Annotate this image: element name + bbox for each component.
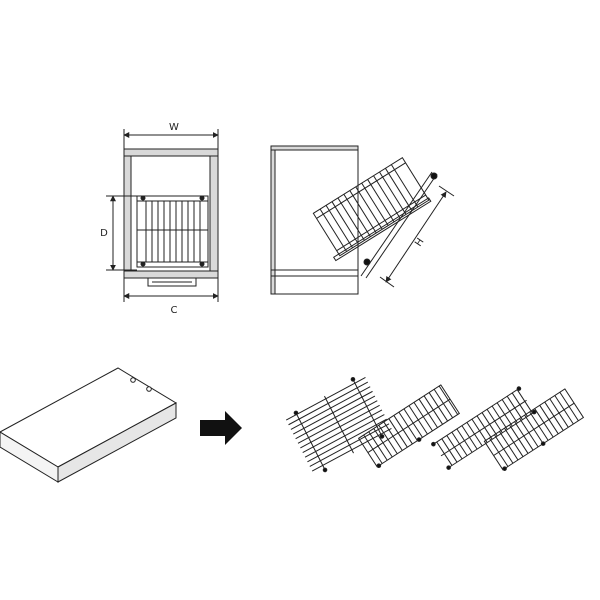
basket-wire (373, 175, 401, 219)
grid-post (350, 377, 356, 382)
grid-crossbar (433, 388, 520, 445)
label-w: W (169, 122, 179, 133)
cabinet-side (270, 145, 359, 295)
basket-wire (385, 168, 413, 211)
basket-front (136, 195, 209, 268)
grid-post (416, 437, 422, 442)
dimension-d (106, 195, 137, 271)
basket-wire (390, 164, 419, 208)
tilted-basket (312, 157, 432, 262)
arrow-icon (200, 411, 242, 445)
grid-post (379, 434, 385, 439)
grid-post (516, 386, 522, 391)
shelf-panel (0, 367, 178, 483)
front-view (106, 129, 219, 302)
wire-grid-3 (431, 386, 537, 470)
basket-wire (379, 171, 407, 215)
basket-wire (343, 194, 371, 237)
grid-post (531, 409, 537, 415)
grid-crossbar (324, 395, 354, 454)
grid-crossbar (352, 379, 383, 437)
basket-wire (367, 179, 395, 223)
grid-post (431, 441, 436, 447)
basket-wire (319, 208, 348, 252)
grid-crossbar (295, 412, 326, 471)
basket-wire (331, 201, 359, 245)
grid-post (322, 467, 328, 473)
wire-grid-4 (483, 388, 585, 471)
grid-post (446, 465, 451, 470)
wire-grid-1 (285, 377, 392, 473)
grid-crossbar (493, 402, 575, 456)
side-view (270, 145, 455, 295)
dimension-h (379, 185, 455, 288)
grid-post (540, 441, 546, 446)
basket-wire (361, 182, 389, 226)
basket-wire (325, 205, 353, 249)
label-c: C (171, 305, 178, 316)
dimension-c (123, 278, 219, 302)
label-h: H (413, 236, 426, 248)
grid-crossbar (440, 399, 527, 457)
grid-post (293, 410, 299, 416)
basket-wire (355, 186, 383, 230)
dimension-w (123, 129, 219, 149)
cabinet-front (123, 148, 219, 279)
grid-crossbar (367, 398, 451, 453)
grid-post (376, 463, 382, 469)
grid-post (502, 466, 507, 471)
label-d: D (100, 228, 108, 239)
basket-wire (337, 197, 365, 241)
basket-wire (349, 190, 377, 234)
grid-crossbar (448, 411, 535, 469)
base-slide (147, 277, 197, 287)
wire-grid-2 (357, 384, 461, 469)
